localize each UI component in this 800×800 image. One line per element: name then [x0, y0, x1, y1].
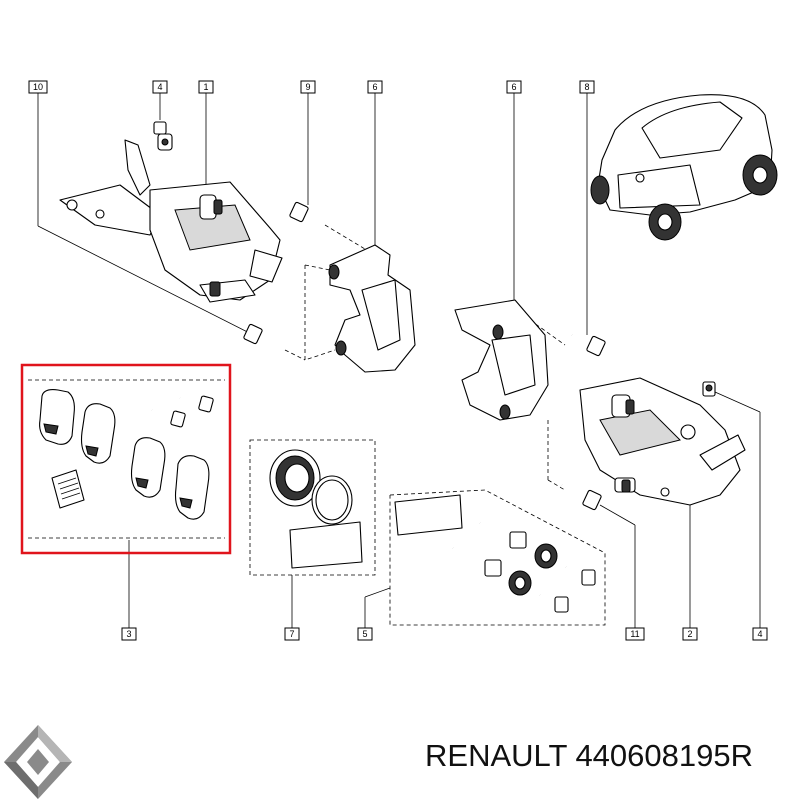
hardware-kit-box	[389, 489, 606, 626]
highlight-frame	[20, 363, 232, 555]
left-caliper-assembly	[59, 139, 283, 303]
svg-text:3: 3	[126, 629, 131, 639]
piston-seal-kit	[269, 449, 363, 569]
kit-bolt	[564, 564, 596, 586]
guide-pin-kit	[394, 494, 596, 613]
svg-text:5: 5	[362, 629, 367, 639]
guide-bolt-right	[570, 332, 606, 357]
leader-lines	[37, 93, 761, 628]
grease-sachet	[289, 521, 363, 569]
dust-boot	[508, 570, 532, 596]
callout-9: 9	[300, 80, 316, 94]
vehicle-illustration	[590, 94, 778, 241]
callout-1: 1	[198, 80, 214, 94]
svg-text:11: 11	[630, 629, 639, 639]
caliper-carrier-left	[328, 244, 416, 373]
callout-7: 7	[284, 627, 300, 641]
mounting-bolt-right	[560, 482, 602, 511]
svg-text:10: 10	[33, 82, 43, 92]
svg-text:9: 9	[305, 82, 310, 92]
callout-6-right: 6	[506, 80, 522, 94]
brake-pad	[80, 403, 116, 464]
callout-8: 8	[579, 80, 595, 94]
callout-5: 5	[357, 627, 373, 641]
pad-bolt	[151, 408, 186, 428]
mounting-bolt	[243, 323, 287, 353]
renault-logo-icon	[4, 725, 72, 799]
svg-text:4: 4	[757, 629, 762, 639]
brake-pad	[130, 437, 166, 498]
svg-text:6: 6	[511, 82, 516, 92]
svg-text:2: 2	[687, 629, 692, 639]
callout-3: 3	[121, 627, 137, 641]
callout-11: 11	[625, 627, 645, 641]
svg-text:1: 1	[203, 82, 208, 92]
seal-kit-box	[249, 439, 376, 576]
right-caliper-assembly	[579, 377, 746, 506]
caliper-lever-bracket	[59, 184, 161, 236]
grease-sachet	[394, 494, 463, 536]
callout-2: 2	[682, 627, 698, 641]
guide-bolt	[289, 201, 327, 228]
svg-text:7: 7	[289, 629, 294, 639]
callout-4: 4	[152, 80, 168, 94]
svg-text:4: 4	[157, 82, 162, 92]
part-number-caption: RENAULT 440608195R	[425, 738, 753, 773]
dust-boot	[534, 543, 558, 569]
bleeder-screw	[153, 121, 173, 151]
guide-pin	[451, 545, 502, 577]
callout-10: 10	[28, 80, 48, 94]
callout-6: 6	[367, 80, 383, 94]
brake-pad	[39, 389, 75, 445]
callout-4-right: 4	[752, 627, 768, 641]
instruction-leaflet-icon	[51, 469, 85, 509]
brake-pad-kit	[20, 363, 232, 555]
brake-pad	[174, 455, 210, 520]
caliper-carrier-right	[454, 299, 549, 421]
guide-pin	[478, 520, 527, 549]
kit-bolt	[538, 592, 569, 613]
svg-text:6: 6	[372, 82, 377, 92]
svg-text:8: 8	[584, 82, 589, 92]
pad-bolt	[179, 395, 214, 413]
bleeder-screw-right	[702, 381, 716, 397]
